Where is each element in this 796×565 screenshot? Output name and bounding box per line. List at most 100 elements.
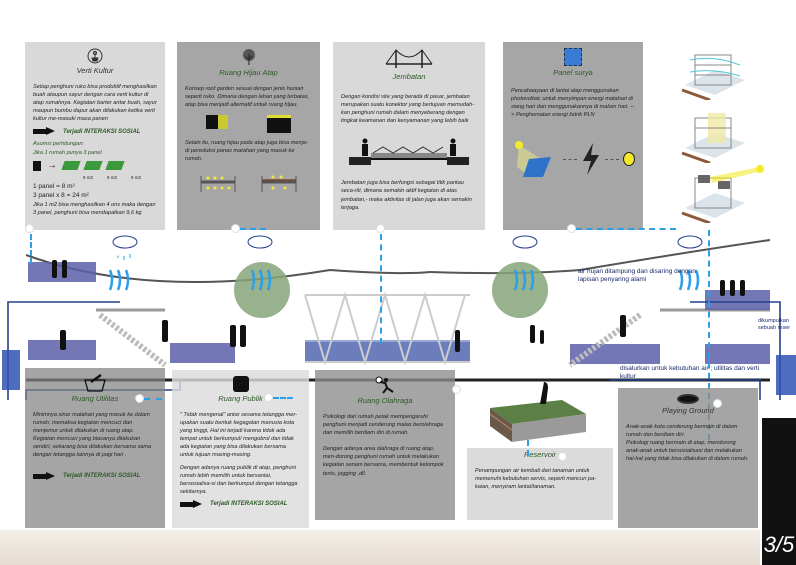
panel-ruang-olahraga: Ruang Olahraga Psikologi dari rumah peta… bbox=[315, 370, 455, 520]
connector-dash bbox=[380, 234, 382, 344]
arrow-icon bbox=[180, 499, 202, 509]
green-panel-icon bbox=[83, 161, 103, 171]
interaction-callout: Terjadi INTERAKSI SOSIAL bbox=[25, 468, 165, 485]
panel-title: Playing Ground bbox=[662, 406, 714, 415]
panel-text: Konsep roof garden sesuai dengan jenis h… bbox=[185, 85, 310, 109]
green-panel-icon bbox=[61, 161, 81, 171]
panel-area-label: 8 m2 bbox=[131, 175, 142, 181]
bridge-pedestrian-icon bbox=[349, 138, 469, 166]
reduced-heat-roof-icon bbox=[261, 175, 297, 192]
panel-title: Ruang Utilitas bbox=[71, 394, 119, 403]
sun-on-solar-panel-icon bbox=[515, 141, 551, 178]
arrow-right-icon: → bbox=[47, 159, 57, 171]
plant-pot-icon bbox=[87, 48, 103, 64]
panel-title: Jembatan bbox=[392, 72, 426, 81]
panel-text: Psikologi ruang bermain di atap, mendoro… bbox=[626, 440, 749, 463]
connector-dash bbox=[527, 440, 529, 456]
page-number: 3/5 bbox=[763, 532, 795, 557]
arrow-icon bbox=[33, 471, 55, 481]
rain-cloud-icon bbox=[112, 235, 138, 260]
room-fill bbox=[170, 343, 235, 363]
rain-flow-arrows bbox=[108, 269, 700, 291]
arrow-icon bbox=[33, 127, 55, 136]
connector-dot bbox=[376, 224, 385, 233]
laundry-basin-icon bbox=[84, 374, 106, 392]
rain-cloud-icon bbox=[677, 235, 703, 249]
panel-title: Ruang Olahraga bbox=[357, 396, 413, 405]
page-tab bbox=[762, 418, 796, 565]
panel-title: Reservoir bbox=[523, 450, 557, 459]
light-bulb-icon bbox=[623, 152, 635, 167]
bridge-truss bbox=[304, 291, 470, 366]
panel-panel-surya: Panel surya Pencahaayaan di lantai atap … bbox=[503, 42, 643, 230]
solar-panel-icon bbox=[564, 48, 582, 66]
tree-icon bbox=[242, 49, 255, 65]
connector-dot bbox=[231, 224, 240, 233]
axonometric-ventilation-icon bbox=[681, 54, 745, 100]
connector-dash bbox=[708, 230, 710, 440]
water-tank bbox=[2, 350, 20, 390]
calc-line-2: 3 panel x 8 = 24 m² bbox=[33, 192, 89, 200]
interaction-callout: Terjadi INTERAKSI SOSIAL bbox=[172, 496, 309, 513]
note-collected: dikumpulkan sebuah reser bbox=[758, 318, 791, 332]
bridge-glass bbox=[305, 340, 470, 362]
interaction-callout: Terjadi INTERAKSI SOSIAL bbox=[25, 123, 165, 140]
rain-cloud-icon bbox=[247, 235, 273, 249]
axonometric-daylight-icon bbox=[681, 113, 745, 163]
connector-dot bbox=[452, 385, 461, 394]
stair bbox=[98, 312, 167, 368]
panel-text: Dengan kondisi site yang berada di pasar… bbox=[341, 93, 475, 125]
tree bbox=[234, 262, 290, 318]
calc-sub: Jika 1 rumah punya 3 panel bbox=[33, 149, 102, 156]
building-roof-garden-icon bbox=[266, 115, 291, 134]
calc-line-1: 1 panel = 8 m² bbox=[33, 182, 75, 190]
panel-title: Panel surya bbox=[553, 68, 593, 77]
panel-playing-ground: Playing Ground Anak-anak kota cenderung … bbox=[618, 388, 758, 528]
panel-title: Verti Kultur bbox=[76, 66, 114, 75]
room-fill bbox=[705, 290, 770, 310]
connector-dot bbox=[25, 224, 34, 233]
water-tank bbox=[776, 355, 796, 395]
room-fill bbox=[570, 344, 660, 364]
heat-through-roof-icon bbox=[200, 175, 236, 192]
panel-reservoir: Reservoir Penampungan air kembali dari t… bbox=[467, 448, 613, 520]
connector-dot bbox=[135, 394, 144, 403]
axonometric-sun-icon bbox=[681, 165, 764, 223]
note-distributed: disalurkan untuk kebutuhan air ; utilita… bbox=[620, 365, 760, 381]
roof-right bbox=[429, 239, 771, 275]
panel-title: Ruang Hijau Atap bbox=[219, 68, 278, 77]
note-rainwater: air hujan ditampung dan disaring dengan … bbox=[578, 268, 696, 284]
playground-icon bbox=[677, 394, 699, 404]
people-talking-icon bbox=[232, 376, 249, 392]
panel-text: Pencahaayaan di lantai atap menggunakan … bbox=[511, 87, 635, 119]
panel-ruang-utilitas: Ruang Utilitas Minimnya sinar matahari y… bbox=[25, 368, 165, 528]
connector-dash bbox=[273, 397, 293, 399]
people-silhouettes bbox=[52, 260, 745, 352]
connector-dash bbox=[240, 228, 266, 230]
panel-text: Minimnya sinar matahari yang masuk ke da… bbox=[33, 411, 152, 459]
ground-texture bbox=[0, 530, 760, 565]
green-roof-section-icon bbox=[489, 382, 586, 442]
connector-dot bbox=[713, 399, 722, 408]
bridge-icon bbox=[385, 49, 433, 68]
panel-jembatan: Jembatan Dengan kondisi site yang berada… bbox=[333, 42, 485, 230]
panel-area-label: 8 m2 bbox=[107, 175, 118, 181]
lightning-icon bbox=[583, 143, 599, 176]
room-fill bbox=[705, 344, 770, 364]
panel-text: Selain itu, ruang hijau pada atap juga b… bbox=[185, 140, 308, 163]
tree bbox=[492, 262, 548, 318]
panel-text: Penampungan air kembali dari tanaman unt… bbox=[475, 467, 596, 491]
house-icon bbox=[33, 160, 41, 171]
panel-text: Dengan adanya area olahraga di ruang ata… bbox=[323, 446, 444, 477]
connector-dash bbox=[144, 398, 162, 400]
panel-text: Jembatan juga bisa berfungsi sebagai tit… bbox=[341, 180, 472, 211]
green-panel-icon bbox=[105, 161, 125, 171]
panel-title: Ruang Publik bbox=[218, 394, 263, 403]
connector-dot bbox=[264, 393, 273, 402]
stair bbox=[568, 312, 642, 368]
dashed-line bbox=[605, 158, 619, 160]
panel-text: Setiap penghuni ruko bisa produktif meng… bbox=[33, 83, 157, 123]
panel-text: Psikologi dari rumah petak mempengaruhi … bbox=[323, 413, 444, 437]
panel-area-label: 8 m2 bbox=[83, 175, 94, 181]
panel-ruang-hijau-atap: Ruang Hijau Atap Konsep roof garden sesu… bbox=[177, 42, 320, 230]
